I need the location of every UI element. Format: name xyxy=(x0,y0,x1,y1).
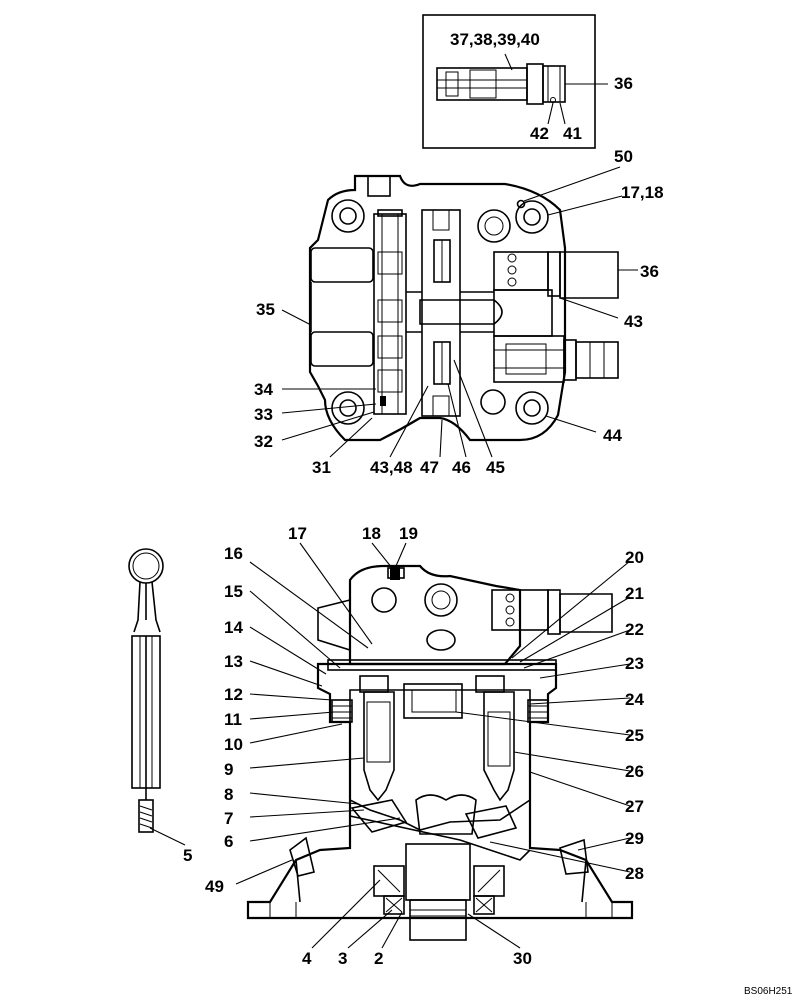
part-number-label: 23 xyxy=(625,654,644,673)
part-number-label: 2 xyxy=(374,949,383,968)
part-number-label: 24 xyxy=(625,690,644,709)
part-number-label: 21 xyxy=(625,584,644,603)
part-number-label: 33 xyxy=(254,405,273,424)
part-number-label: 43,48 xyxy=(370,458,413,477)
top-view-valve-block xyxy=(281,166,638,458)
part-number-label: 14 xyxy=(224,618,243,637)
part-number-label: 9 xyxy=(224,760,233,779)
part-number-label: 46 xyxy=(452,458,471,477)
part-number-label: 17,18 xyxy=(621,183,664,202)
part-number-label: 16 xyxy=(224,544,243,563)
part-number-label: 25 xyxy=(625,726,644,745)
part-number-label: 47 xyxy=(420,458,439,477)
part-number-label: 19 xyxy=(399,524,418,543)
part-number-label: 3 xyxy=(338,949,347,968)
part-number-label: 30 xyxy=(513,949,532,968)
part-number-label: 15 xyxy=(224,582,243,601)
inset-cartridge-detail xyxy=(422,14,608,149)
part-number-label: 27 xyxy=(625,797,644,816)
part-number-label: 11 xyxy=(224,710,242,729)
figure-code: BS06H251 xyxy=(744,986,793,997)
part-number-label: 5 xyxy=(183,846,192,865)
part-number-label: 10 xyxy=(224,735,243,754)
part-number-label: 44 xyxy=(603,426,622,445)
part-number-label: 31 xyxy=(312,458,331,477)
part-number-label: 4 xyxy=(302,949,312,968)
part-number-label: 34 xyxy=(254,380,273,399)
part-number-label: 41 xyxy=(563,124,582,143)
part-number-label: 8 xyxy=(224,785,233,804)
part-number-label: 42 xyxy=(530,124,549,143)
part-number-label: 6 xyxy=(224,832,233,851)
part-number-label: 7 xyxy=(224,809,233,828)
part-number-label: 20 xyxy=(625,548,644,567)
part-number-label: 28 xyxy=(625,864,644,883)
part-number-label: 50 xyxy=(614,147,633,166)
part-number-label: 13 xyxy=(224,652,243,671)
part-number-label: 36 xyxy=(640,262,659,281)
part-number-label: 32 xyxy=(254,432,273,451)
part-number-label: 43 xyxy=(624,312,643,331)
part-number-label: 18 xyxy=(362,524,381,543)
part-number-label: 17 xyxy=(288,524,307,543)
part-number-label: 22 xyxy=(625,620,644,639)
part-number-label: 36 xyxy=(614,74,633,93)
section-view-swing-motor xyxy=(235,542,634,949)
part-number-label: 29 xyxy=(625,829,644,848)
part-number-label: 35 xyxy=(256,300,275,319)
part-number-label: 37,38,39,40 xyxy=(450,30,540,49)
part-number-label: 49 xyxy=(205,877,224,896)
tool-pick xyxy=(128,548,186,846)
part-number-label: 45 xyxy=(486,458,505,477)
part-number-label: 26 xyxy=(625,762,644,781)
part-number-label: 12 xyxy=(224,685,243,704)
